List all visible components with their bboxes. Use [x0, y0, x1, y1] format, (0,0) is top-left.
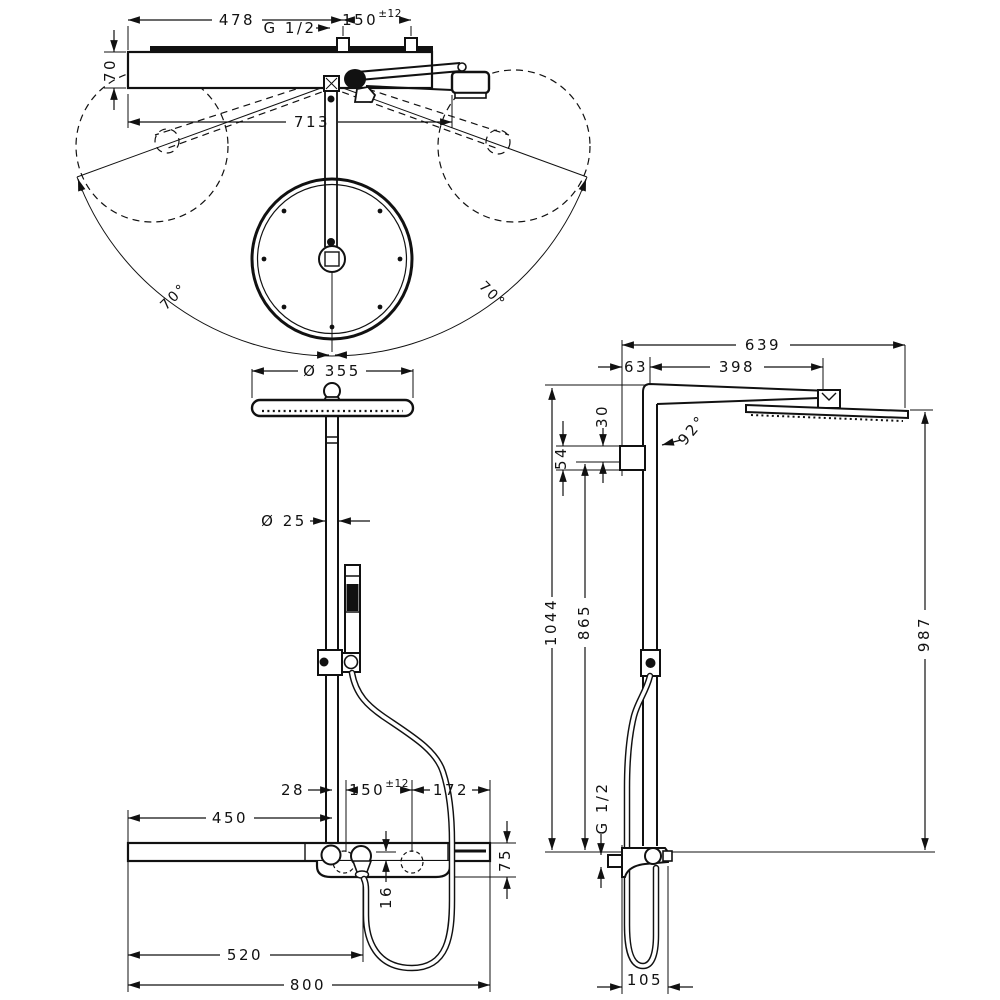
dim-478-label: 478	[219, 11, 255, 29]
dim-865-label: 865	[575, 604, 593, 640]
wall-bracket-block	[619, 445, 646, 471]
dim-398-label: 398	[719, 358, 755, 376]
shelf-bar-wall-edge	[150, 46, 433, 52]
slider-side-knob	[645, 658, 656, 668]
dim-987-label: 987	[915, 616, 933, 652]
dim-70-label: 70	[101, 58, 119, 82]
dim-355-label: Ø 355	[303, 362, 361, 380]
bottom-bracket-clip	[662, 850, 673, 862]
holder-ring	[343, 654, 359, 670]
dim-92-leader	[661, 438, 682, 446]
holder-arm-edge	[365, 85, 453, 91]
dim-30-label: 30	[593, 404, 611, 428]
supply-port-right	[404, 37, 418, 53]
swivel-angle-left-label: 70°	[157, 280, 190, 313]
slider-knob	[319, 657, 329, 667]
pivot-dot	[327, 95, 335, 103]
swivel-ghost-handle-left	[154, 128, 180, 154]
handshower-holder-lip	[454, 92, 487, 99]
wall-inlet	[607, 854, 623, 868]
dim-92-label: 92°	[674, 411, 710, 449]
dim-150f-label: 150±12	[349, 778, 409, 799]
handshower-grip	[346, 584, 359, 611]
swivel-ghost-arm-left	[167, 87, 334, 149]
thread-side-label: G 1/2	[593, 781, 611, 834]
dim-63-label: 63	[624, 358, 648, 376]
control-knob-left	[320, 844, 342, 866]
riser-plan	[324, 91, 338, 247]
top-view: 70° 70°	[75, 8, 591, 359]
hose-side-core	[625, 674, 658, 968]
handshower-plan-tip	[457, 62, 467, 72]
thread-top-label: G 1/2	[263, 19, 316, 37]
head-side-spray-dots	[750, 414, 904, 422]
dim-54-label: 54	[552, 446, 570, 470]
dim-800-label: 800	[290, 976, 326, 994]
shelf-seams	[304, 843, 449, 861]
arc-arrow-left	[77, 178, 86, 192]
supply-port-left	[336, 37, 350, 53]
dim-172-label: 172	[433, 781, 469, 799]
arm-top-edge	[642, 382, 831, 393]
pivot-junction-cross	[325, 77, 338, 90]
dim-75-label: 75	[496, 848, 514, 872]
dim-713-label: 713	[294, 113, 330, 131]
hose-front-core	[350, 671, 454, 970]
swivel-ghost-head-left	[75, 69, 229, 223]
head-disc-front	[250, 398, 415, 418]
dim-1044-label: 1044	[542, 598, 560, 646]
head-plan-hub-square	[324, 251, 340, 267]
swivel-radius-left	[76, 83, 333, 178]
handshower-bands	[345, 575, 360, 613]
dim-28-label: 28	[281, 781, 305, 799]
dim-25-label: Ø 25	[261, 512, 307, 530]
dim-520-label: 520	[227, 946, 263, 964]
head-plan-hub	[318, 245, 346, 273]
arc-arrow-right	[578, 178, 587, 192]
swivel-angle-right-label: 70°	[475, 278, 508, 311]
bottom-bracket-knob	[644, 847, 662, 865]
head-plan-hub-dot	[327, 238, 335, 246]
arm-bottom-edge	[656, 397, 820, 405]
handshower-holder-plan	[450, 70, 491, 95]
swivel-ghost-head-right	[437, 69, 591, 223]
swivel-ghost-handle-right	[485, 129, 511, 155]
dim-105-label: 105	[627, 971, 663, 989]
riser-front	[325, 416, 339, 845]
dim-150-label: 150±12	[342, 8, 402, 29]
dim-639-label: 639	[745, 336, 781, 354]
swivel-arc	[76, 176, 588, 357]
arm-head-mount	[817, 389, 841, 409]
dim-16-label: 16	[377, 885, 395, 909]
handshower-plan-edge1	[356, 62, 461, 73]
arm-head-mount-detail	[821, 392, 837, 401]
pivot-knob	[344, 69, 366, 89]
side-view: 639 63 398 92° 30 54 1044 865 987 G 1/2	[542, 336, 935, 994]
front-view: Ø 355 Ø 25	[126, 362, 516, 994]
diverter-plan	[353, 86, 377, 103]
shelf-front	[126, 841, 492, 863]
dim-450-label: 450	[212, 809, 248, 827]
swivel-radius-right	[331, 83, 588, 178]
ext-ports	[342, 26, 412, 36]
handshower-plan-edge2	[358, 70, 462, 81]
riser-collar	[326, 436, 338, 444]
head-side	[745, 403, 909, 420]
